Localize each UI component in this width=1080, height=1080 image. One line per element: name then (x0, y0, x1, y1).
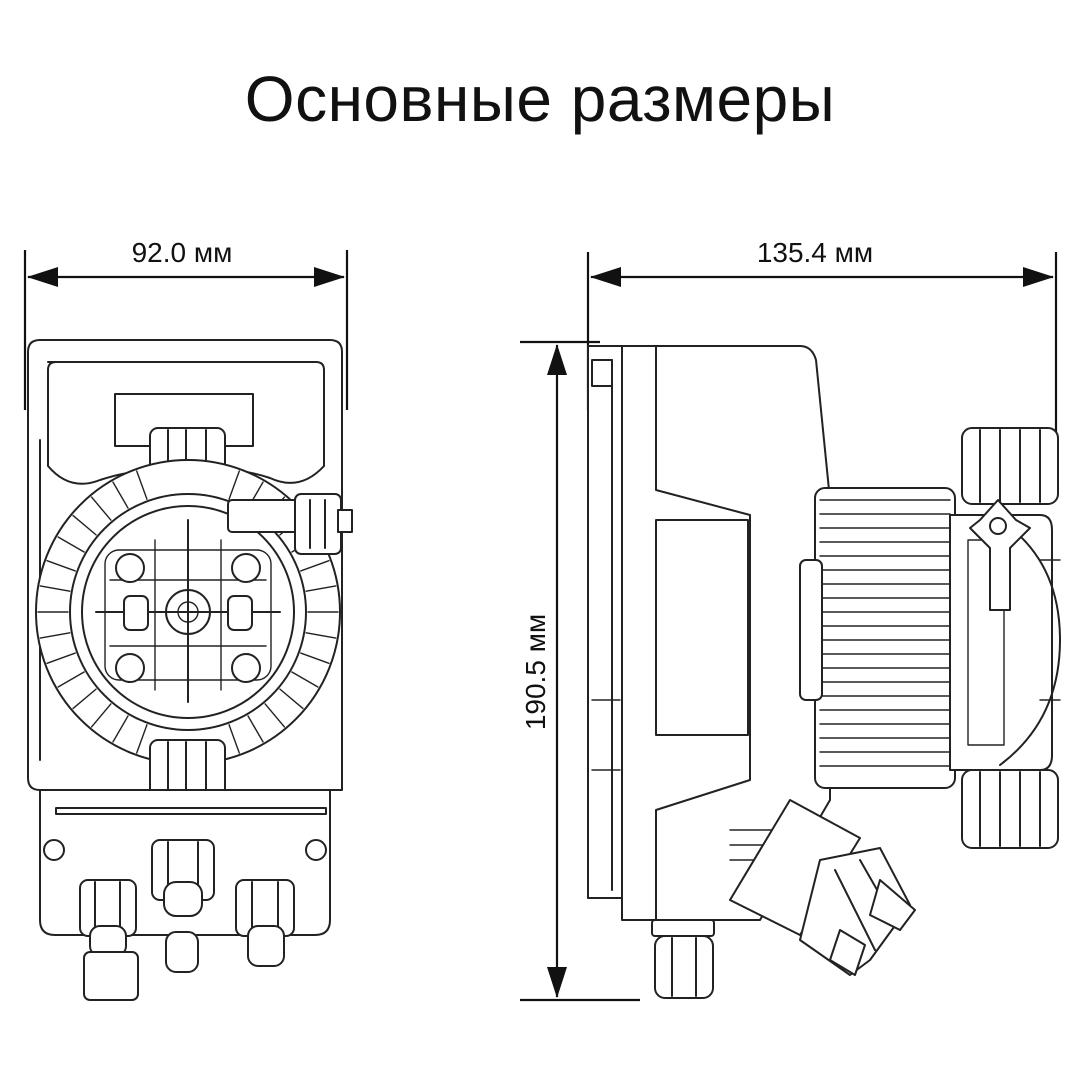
cable-gland-right (235, 879, 295, 967)
head-rib (46, 559, 76, 572)
head-rib (300, 652, 330, 665)
head-rib (112, 481, 129, 509)
head-rib (39, 632, 71, 639)
lower-side-fitting (961, 769, 1059, 849)
head-rib (300, 559, 330, 572)
height-dimension: 190.5 мм (520, 340, 640, 1002)
upper-side-fitting (961, 427, 1059, 505)
head-rib (305, 585, 337, 592)
mounting-plate (587, 345, 623, 899)
cable-gland-center (151, 839, 215, 973)
head-rib (57, 536, 85, 553)
head-rib (135, 724, 148, 754)
head-rib (39, 585, 71, 592)
width-dimension: 92.0 мм (23, 237, 349, 410)
head-rib (279, 688, 304, 710)
head-rib (90, 496, 112, 521)
dosing-head (35, 459, 341, 765)
head-rib (112, 715, 129, 743)
bleed-knob-icon (969, 499, 1031, 611)
front-view: 92.0 мм (23, 237, 353, 1001)
width-label: 92.0 мм (132, 237, 233, 268)
cable-gland-left (79, 879, 139, 1001)
angled-connector (729, 799, 916, 976)
depth-label: 135.4 мм (757, 237, 873, 268)
side-view: 135.4 мм 190.5 мм (520, 237, 1061, 1002)
head-rib (135, 470, 148, 500)
depth-dimension: 135.4 мм (586, 237, 1058, 440)
height-label: 190.5 мм (520, 614, 551, 730)
head-rib (46, 652, 76, 665)
bottom-cable-gland (651, 919, 715, 999)
head-rib (264, 703, 286, 728)
head-rib (57, 671, 85, 688)
head-rib (228, 724, 241, 754)
head-rib (247, 715, 264, 743)
head-rib (291, 671, 319, 688)
head-rib (228, 470, 241, 500)
cooling-fins (799, 487, 956, 789)
head-rib (72, 514, 97, 536)
head-rib (305, 632, 337, 639)
head-rib (90, 703, 112, 728)
air-vent-valve (227, 493, 353, 555)
head-rib (72, 688, 97, 710)
fin-clamp (799, 559, 823, 701)
page-title: Основные размеры (244, 63, 836, 135)
